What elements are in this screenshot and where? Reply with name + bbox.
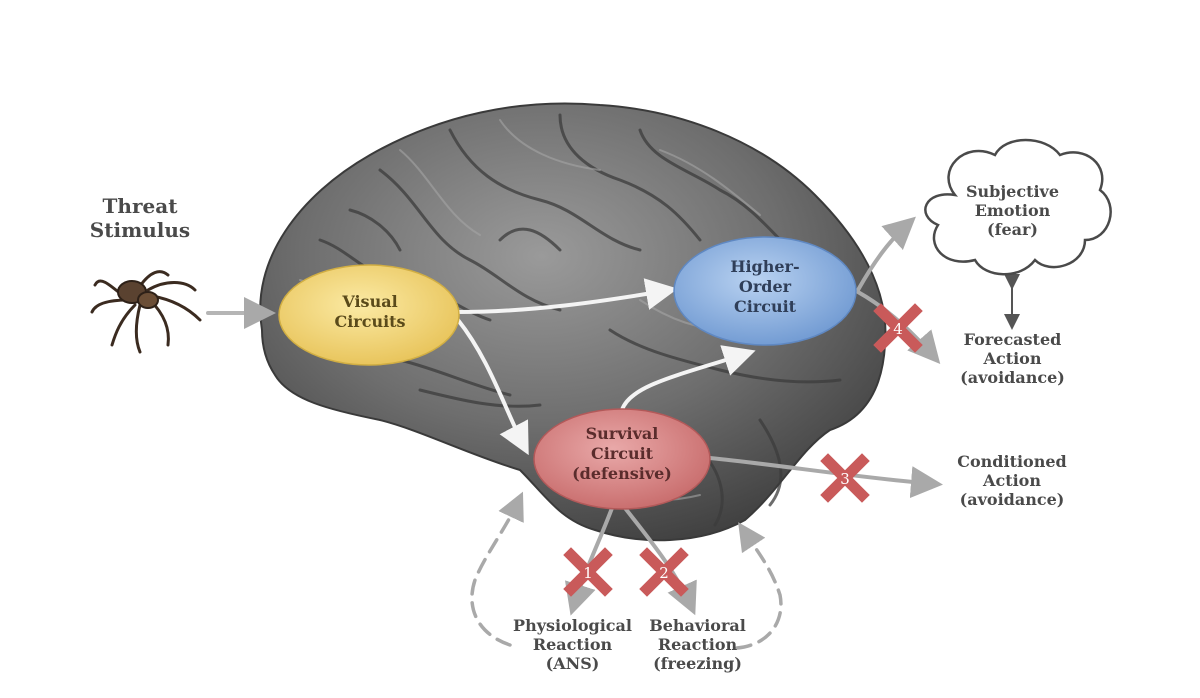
conditioned-action-line-2: Action (983, 471, 1041, 491)
forecasted-action-label: Forecasted Action (avoidance) (940, 330, 1085, 388)
spider-illustration (90, 270, 202, 354)
blocked-marker-4 (873, 303, 923, 353)
behavioral-line-3: (freezing) (653, 654, 742, 674)
higher-order-circuit-node (673, 236, 857, 346)
higher-order-line-2: Order (738, 277, 792, 296)
subjective-emotion-cloud (924, 138, 1112, 276)
physiological-line-2: Reaction (532, 635, 613, 655)
forecasted-action-line-3: (avoidance) (960, 368, 1065, 388)
forecasted-action-line-1: Forecasted (963, 330, 1062, 349)
behavioral-reaction-label: Behavioral Reaction (freezing) (630, 616, 765, 674)
survival-line-3: (defensive) (572, 464, 672, 483)
forecasted-action-line-2: Action (983, 349, 1042, 369)
physiological-line-3: (ANS) (545, 654, 600, 674)
behavioral-line-2: Reaction (657, 635, 738, 655)
physiological-line-1: Physiological (513, 616, 632, 635)
conditioned-action-line-1: Conditioned (957, 452, 1067, 471)
survival-line-2: Circuit (590, 444, 654, 463)
marker-number-1: 1 (583, 564, 593, 582)
marker-number-3: 3 (840, 470, 850, 488)
conditioned-action-line-3: (avoidance) (959, 490, 1065, 510)
subjective-emotion-line-3: (fear) (987, 220, 1038, 240)
visual-line-2: Circuits (334, 312, 406, 331)
visual-circuits-label: Visual Circuits (300, 292, 440, 332)
blocked-marker-3 (820, 453, 870, 503)
blocked-marker-1 (563, 547, 613, 597)
physiological-reaction-label: Physiological Reaction (ANS) (500, 616, 645, 674)
conditioned-action-label: Conditioned Action (avoidance) (937, 452, 1087, 510)
visual-circuits-node (278, 264, 460, 366)
subjective-emotion-line-2: Emotion (974, 201, 1051, 221)
survival-circuit-label: Survival Circuit (defensive) (552, 424, 692, 484)
visual-line-1: Visual (342, 292, 398, 311)
threat-stimulus-line-1: Threat (102, 194, 178, 218)
marker-number-2: 2 (659, 564, 669, 582)
subjective-emotion-line-1: Subjective (965, 182, 1060, 201)
survival-circuit-node (533, 408, 711, 510)
higher-order-line-1: Higher- (730, 257, 800, 276)
marker-number-4: 4 (893, 320, 903, 338)
subjective-emotion-label: Subjective Emotion (fear) (945, 182, 1080, 240)
threat-stimulus-line-2: Stimulus (89, 218, 191, 242)
blocked-marker-2 (639, 547, 689, 597)
higher-order-line-3: Circuit (733, 297, 797, 316)
behavioral-line-1: Behavioral (649, 616, 746, 635)
higher-order-circuit-label: Higher- Order Circuit (695, 257, 835, 317)
survival-line-1: Survival (585, 424, 659, 443)
threat-stimulus-label: Threat Stimulus (70, 194, 210, 242)
